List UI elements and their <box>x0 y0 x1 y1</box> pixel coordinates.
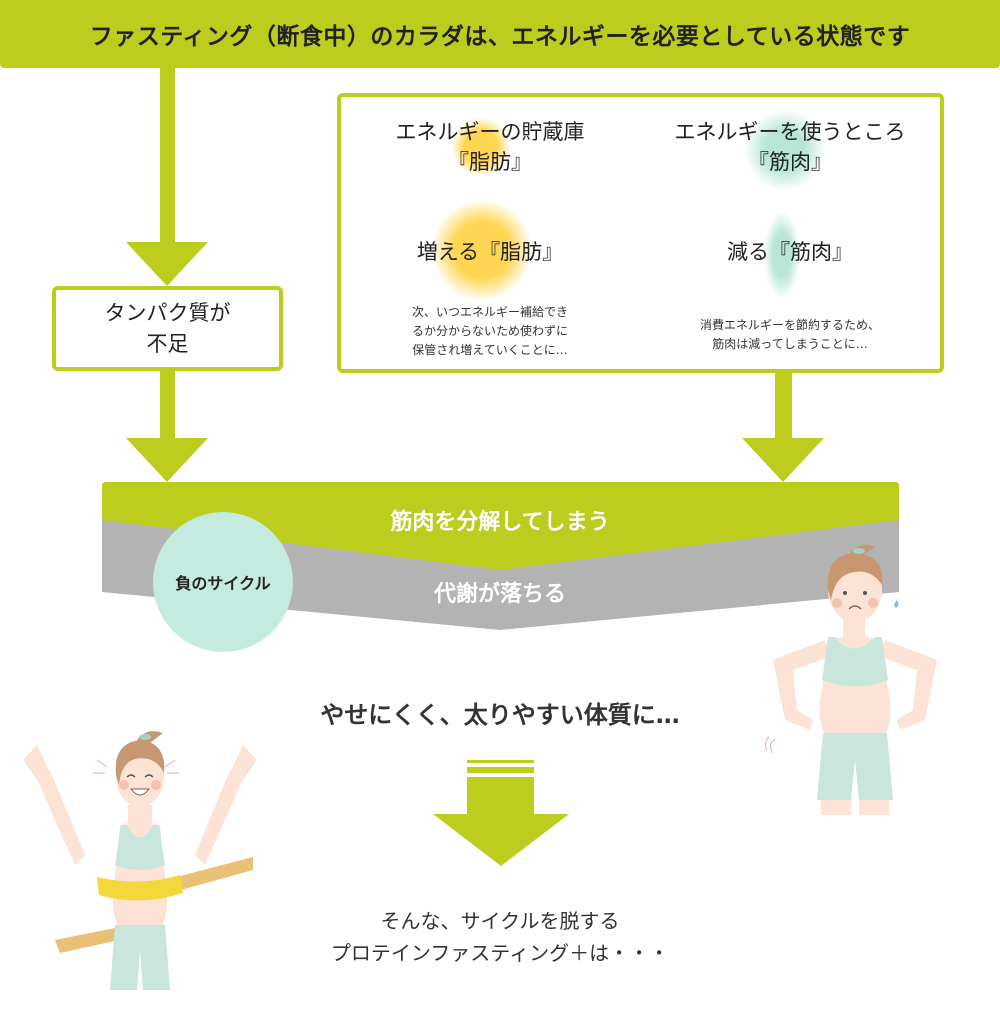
muscle-title-line2: 『筋肉』 <box>748 150 832 174</box>
muscle-glow-large <box>764 212 800 298</box>
muscle-glow-small <box>745 110 825 190</box>
fat-note-line1: 次、いつエネルギー補給でき <box>411 305 568 319</box>
cycle-band-green <box>102 482 899 570</box>
right-arrow-stem <box>775 373 792 441</box>
fat-effect: 増える『脂肪』 <box>416 240 564 264</box>
band-top-text: 筋肉を分解してしまう <box>390 510 610 535</box>
left-arrow-stem-2 <box>160 371 175 441</box>
fat-title-line2: 『脂肪』 <box>448 150 532 174</box>
big-down-arrow <box>433 760 569 866</box>
fat-note-line3: 保管され増えていくことに… <box>412 343 568 357</box>
right-arrow-head <box>742 438 824 482</box>
fat-title-line1: エネルギーの貯蔵庫 <box>395 120 585 144</box>
fat-title: エネルギーの貯蔵庫 『脂肪』 <box>340 117 640 177</box>
negative-cycle-badge: 負のサイクル <box>153 512 293 652</box>
worried-woman-illustration <box>755 545 955 815</box>
muscle-title: エネルギーを使うところ 『筋肉』 <box>640 117 940 177</box>
protein-box-line1: タンパク質が <box>104 300 231 325</box>
fat-glow-large <box>432 200 532 300</box>
happy-woman-illustration <box>15 715 265 1010</box>
negative-cycle-label: 負のサイクル <box>175 574 271 593</box>
closing-line2: プロテインファスティング＋は・・・ <box>330 941 670 965</box>
header-banner: ファスティング（断食中）のカラダは、エネルギーを必要としている状態です <box>0 0 1000 68</box>
left-arrow-head-1 <box>126 242 208 286</box>
muscle-effect: 減る『筋肉』 <box>727 240 853 264</box>
closing-line1: そんな、サイクルを脱する <box>380 909 620 933</box>
left-arrow-head-2 <box>126 438 208 482</box>
fat-note-line2: るか分からないため使わずに <box>411 324 568 338</box>
fat-note: 次、いつエネルギー補給でき るか分からないため使わずに 保管され増えていくことに… <box>340 303 640 360</box>
left-arrow-stem-1 <box>160 68 175 243</box>
fat-glow-small <box>452 118 510 176</box>
cycle-band <box>102 482 899 630</box>
protein-box-line2: 不足 <box>146 331 189 356</box>
closing-text: そんな、サイクルを脱する プロテインファスティング＋は・・・ <box>250 905 750 969</box>
muscle-title-line1: エネルギーを使うところ <box>674 120 906 144</box>
muscle-note-line2: 筋肉は減ってしまうことに… <box>712 337 868 351</box>
header-title: ファスティング（断食中）のカラダは、エネルギーを必要としている状態です <box>89 24 911 50</box>
protein-shortage-box: タンパク質が 不足 <box>52 286 283 371</box>
result-text: やせにくく、太りやすい体質に… <box>320 701 680 729</box>
muscle-note: 消費エネルギーを節約するため、 筋肉は減ってしまうことに… <box>640 316 940 354</box>
band-bottom-text: 代謝が落ちる <box>433 582 566 607</box>
muscle-note-line1: 消費エネルギーを節約するため、 <box>699 318 880 332</box>
